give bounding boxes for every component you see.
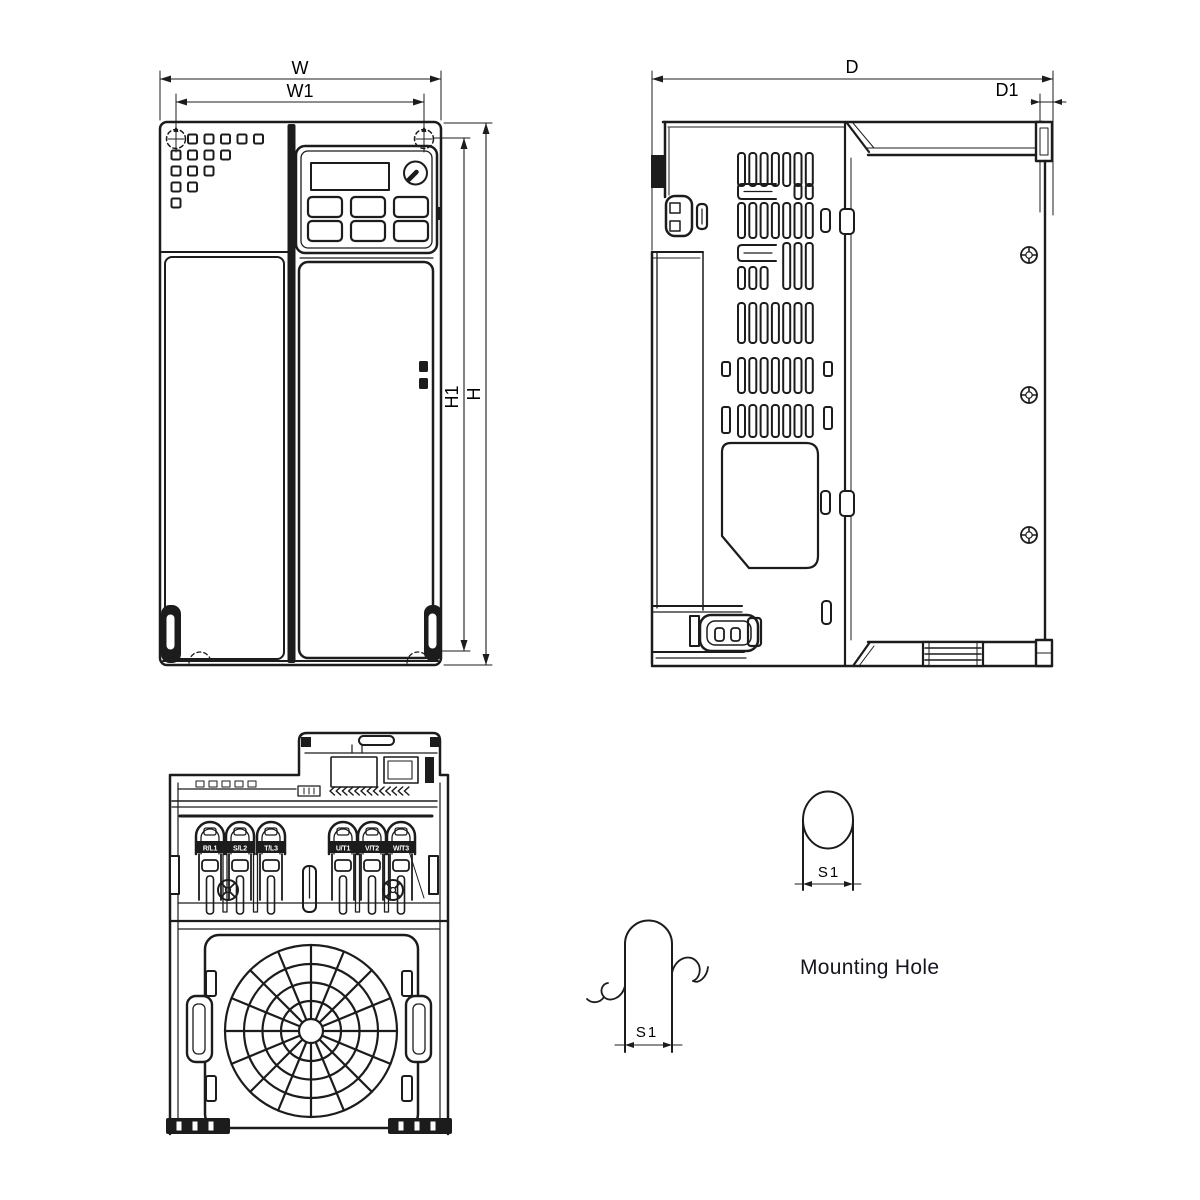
front-right-cover [297, 260, 435, 660]
terminal-screws [217, 879, 404, 901]
mounting-hole-detail: S1 S1 Mounting Hole [586, 790, 939, 1053]
dim-h1-label: H1 [442, 385, 462, 408]
side-dimensions: D D1 [651, 57, 1067, 251]
side-top-bracket [845, 120, 1054, 163]
front-dimensions: W W1 H H1 [159, 58, 493, 666]
keypad [292, 144, 441, 255]
front-view: W W1 H H1 [158, 58, 493, 667]
cooling-fan [166, 933, 452, 1134]
terminal-label: S/L2 [233, 846, 247, 853]
front-mounting-hole-marks [165, 126, 435, 153]
keypad-display [310, 162, 390, 191]
dim-s1-keyhole-label: S1 [636, 1024, 658, 1041]
side-bottom-bracket [851, 638, 1054, 668]
side-bottom-latch [651, 605, 763, 659]
terminal-label: T/L3 [264, 846, 278, 853]
front-left-door [164, 256, 285, 660]
bottom-view: R/L1 S/L2 T/L3 U/T1 V/T2 W/T3 [166, 731, 452, 1136]
mounting-hole-round: S1 [794, 790, 862, 891]
keypad-knob-icon [403, 160, 428, 186]
side-vent-slots [721, 152, 833, 438]
front-body [158, 120, 443, 667]
dim-w-label: W [292, 58, 309, 78]
bottom-outline [168, 731, 450, 1136]
phillips-screw-icon [1020, 386, 1038, 404]
control-pin-strip [329, 786, 410, 796]
terminal: T/L3 [255, 820, 287, 915]
front-bottom-clips [161, 605, 442, 664]
bottom-top-slot [358, 735, 395, 746]
terminal-label: W/T3 [393, 846, 409, 853]
side-top-tab [651, 155, 666, 188]
terminal-label: V/T2 [365, 846, 379, 853]
terminal-label: R/L1 [203, 846, 218, 853]
fan-grille [223, 943, 399, 1119]
dim-s1-circle-label: S1 [818, 864, 840, 881]
side-top-latch [664, 194, 709, 238]
front-vent-grid [170, 133, 264, 209]
mounting-hole-caption: Mounting Hole [800, 956, 939, 979]
dim-d1-label: D1 [995, 80, 1018, 100]
keypad-buttons [306, 195, 430, 243]
phillips-screw-icon [1020, 526, 1038, 544]
side-view: D D1 [650, 57, 1067, 668]
terminal: V/T2 [356, 820, 388, 915]
side-blank-panel [720, 441, 820, 570]
terminal: U/T1 [327, 820, 359, 915]
dim-h-label: H [464, 388, 484, 401]
side-screws [1020, 246, 1038, 544]
power-terminals: R/L1 S/L2 T/L3 U/T1 V/T2 W/T3 [194, 820, 417, 915]
terminal: R/L1 [194, 820, 226, 915]
dim-w1-label: W1 [287, 81, 314, 101]
front-center-divider [287, 124, 296, 663]
terminal-label: U/T1 [336, 846, 351, 853]
mounting-hole-keyhole: S1 [586, 919, 709, 1053]
dim-d-label: D [846, 57, 859, 77]
phillips-screw-icon [217, 879, 239, 901]
mounting-feet [166, 1118, 452, 1134]
side-outline [650, 120, 1054, 668]
phillips-screw-icon [1020, 246, 1038, 264]
phillips-screw-icon [382, 879, 404, 901]
